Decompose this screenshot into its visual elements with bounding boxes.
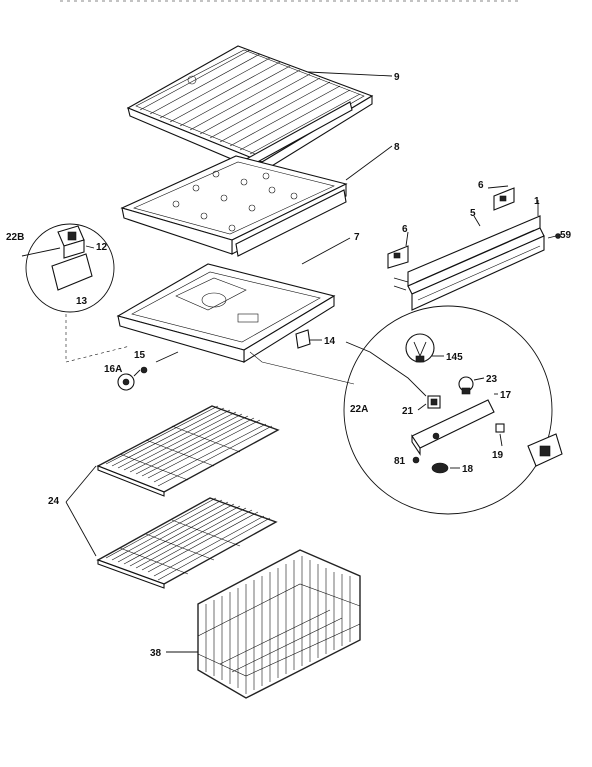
part-6-bracket-lower [387, 245, 409, 269]
label-9: 9 [394, 72, 400, 83]
part-21-socket [427, 395, 441, 409]
label-8: 8 [394, 142, 400, 153]
part-23-thermostat [458, 376, 474, 395]
part-plug-connector [527, 433, 563, 467]
label-38: 38 [150, 648, 162, 659]
label-81: 81 [394, 456, 406, 467]
part-17-housing [411, 399, 495, 456]
part-18-washer [431, 462, 449, 474]
label-14: 14 [324, 336, 336, 347]
label-5: 5 [470, 208, 476, 219]
part-5-rail [407, 215, 545, 311]
part-7-control-tray [116, 263, 336, 363]
label-12: 12 [96, 242, 108, 253]
label-24: 24 [48, 496, 60, 507]
label-22a: 22A [350, 404, 368, 415]
part-9-shelf-cover [126, 45, 374, 177]
label-1: 1 [534, 196, 540, 207]
label-13: 13 [76, 296, 88, 307]
label-18: 18 [462, 464, 474, 475]
part-24-wire-shelf-lower [96, 497, 278, 589]
part-38-wire-basket [197, 549, 361, 699]
part-16a-knob [117, 373, 135, 391]
label-6-upper: 6 [478, 180, 484, 191]
label-16a: 16A [104, 364, 122, 375]
label-15: 15 [134, 350, 146, 361]
detail-circle-left [21, 223, 115, 313]
part-59-screw [547, 233, 561, 239]
label-22b: 22B [6, 232, 24, 243]
label-21: 21 [402, 406, 414, 417]
part-19-clip [495, 423, 505, 433]
label-23: 23 [486, 374, 498, 385]
part-24-wire-shelf-upper [96, 405, 280, 497]
label-145: 145 [446, 352, 463, 363]
part-6-bracket-upper [493, 187, 515, 211]
part-145-bulb [405, 333, 435, 363]
label-17: 17 [500, 390, 512, 401]
part-14-switch [295, 329, 311, 349]
label-6-lower: 6 [402, 224, 408, 235]
label-7: 7 [354, 232, 360, 243]
label-19: 19 [492, 450, 504, 461]
label-59: 59 [560, 230, 572, 241]
part-15-clip [140, 366, 148, 374]
detail-circle-right [343, 305, 553, 515]
part-81-screw [412, 456, 420, 464]
part-8-shelf-frame [120, 155, 348, 257]
callout-labels: 9 8 7 6 6 5 1 59 22B 12 13 14 15 16A 145… [6, 72, 572, 659]
